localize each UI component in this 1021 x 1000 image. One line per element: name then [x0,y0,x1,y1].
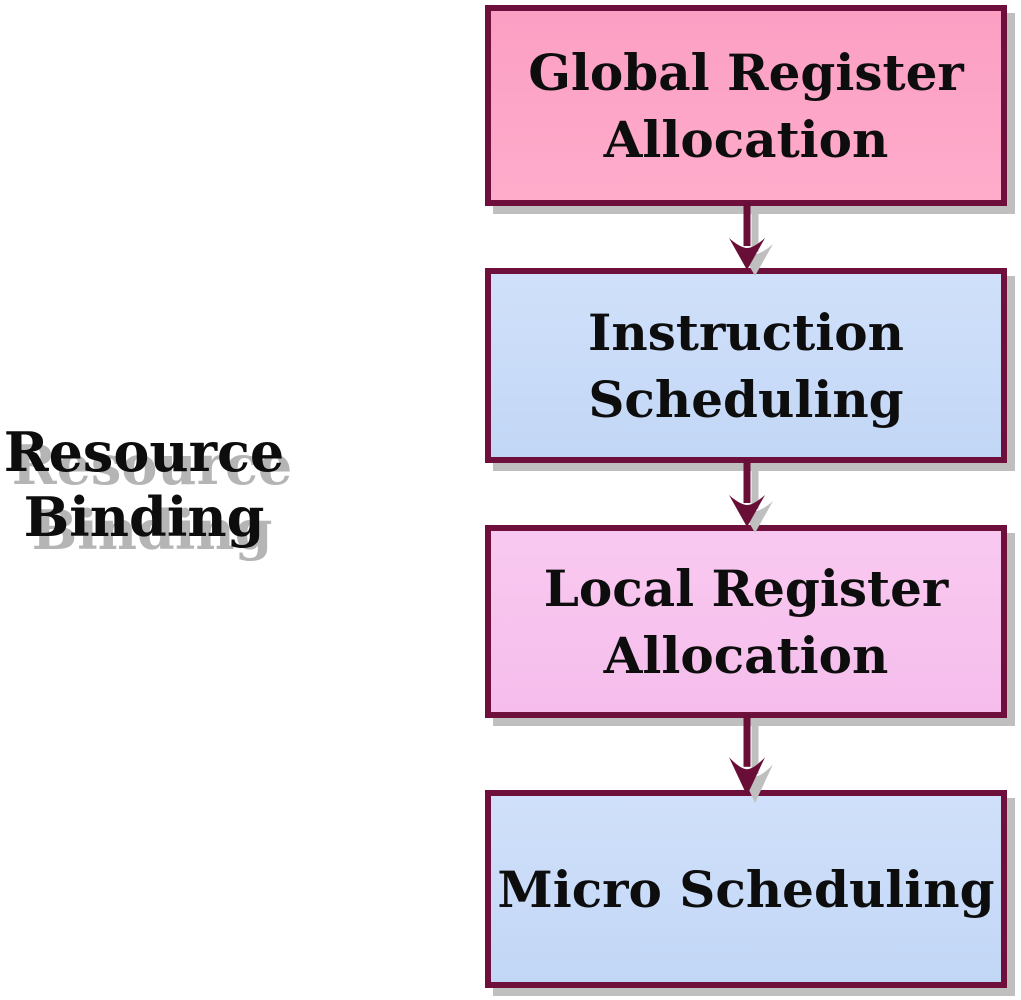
flow-box-label: Micro Scheduling [497,859,995,919]
down-arrow-icon [729,202,773,276]
down-arrow-icon [729,714,773,803]
flow-box-instruction-scheduling: Instruction Scheduling [485,268,1007,463]
flow-box-label: Instruction Scheduling [588,302,904,429]
flow-box-global-register-allocation: Global Register Allocation [485,5,1007,206]
resource-binding-label: Resource Binding [3,420,285,549]
flow-box-label: Local Register Allocation [543,558,949,685]
down-arrow-icon [729,459,773,533]
flow-box-label: Global Register Allocation [528,42,964,169]
flow-box-local-register-allocation: Local Register Allocation [485,525,1007,718]
flow-box-micro-scheduling: Micro Scheduling [485,790,1007,988]
